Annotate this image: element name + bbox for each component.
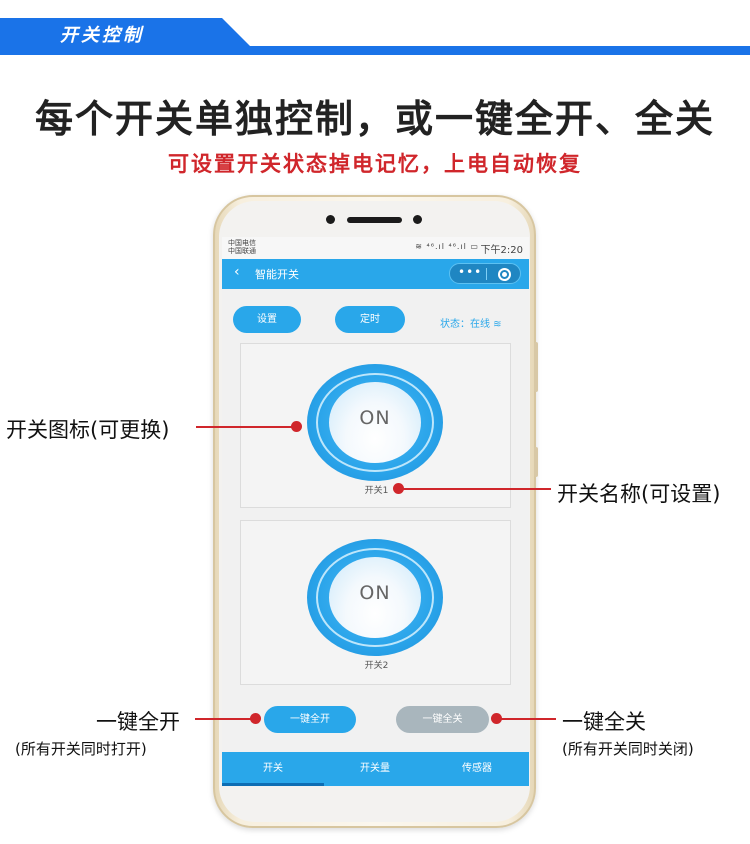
switch-card-2: ON 开关2 <box>240 520 511 685</box>
clock: 下午2:20 <box>480 245 523 256</box>
earpiece-speaker <box>347 217 402 223</box>
annotation-all-off-title: 一键全关 <box>562 710 646 734</box>
annotation-dot <box>250 713 261 724</box>
power-button <box>534 447 538 477</box>
annotation-all-off-desc: (所有开关同时关闭) <box>562 740 694 758</box>
status-bar: 中国电信 中国联通 ≋ ⁴⁶.ıl ⁴⁶.ıl ▭ 下午2:20 <box>222 237 529 259</box>
more-icon[interactable]: ••• <box>458 265 483 279</box>
back-icon[interactable]: ‹ <box>234 264 240 280</box>
section-tab: 开关控制 <box>0 18 250 46</box>
switch-toggle-2[interactable]: ON <box>307 539 443 656</box>
front-camera <box>413 215 422 224</box>
annotation-dot <box>291 421 302 432</box>
annotation-dot <box>393 483 404 494</box>
bottom-tab-bar: 开关 开关量 传感器 <box>222 752 529 786</box>
annotation-switch-icon: 开关图标(可更换) <box>6 418 170 442</box>
tab-switch-value[interactable]: 开关量 <box>360 763 390 774</box>
annotation-line <box>196 426 296 428</box>
switch-toggle-1[interactable]: ON <box>307 364 443 481</box>
carrier-2: 中国联通 <box>228 247 256 255</box>
banner-divider <box>0 46 750 55</box>
headline: 每个开关单独控制，或一键全开、全关 <box>34 97 715 141</box>
page-title: 智能开关 <box>255 268 299 281</box>
tab-sensor[interactable]: 传感器 <box>462 763 492 774</box>
all-on-button[interactable]: 一键全开 <box>264 706 356 733</box>
switch-state-label: ON <box>359 407 391 429</box>
online-status: 状态：在线 ≋ <box>440 319 502 330</box>
app-screen: 中国电信 中国联通 ≋ ⁴⁶.ıl ⁴⁶.ıl ▭ 下午2:20 ‹ 智能开关 … <box>222 237 529 787</box>
switch-name-1: 开关1 <box>364 486 389 496</box>
switch-name-2: 开关2 <box>364 661 389 671</box>
signal-icons: ≋ ⁴⁶.ıl ⁴⁶.ıl ▭ <box>415 242 479 251</box>
section-title: 开关控制 <box>60 25 144 46</box>
switch-card-1: ON 开关1 <box>240 343 511 508</box>
annotation-switch-name: 开关名称(可设置) <box>557 482 721 506</box>
annotation-line <box>195 718 255 720</box>
capsule-divider <box>486 268 487 280</box>
annotation-line <box>398 488 551 490</box>
all-off-button[interactable]: 一键全关 <box>396 706 489 733</box>
switch-state-label: ON <box>359 582 391 604</box>
mini-program-capsule: ••• <box>449 263 521 284</box>
close-target-icon[interactable] <box>498 268 511 281</box>
subheadline: 可设置开关状态掉电记忆，上电自动恢复 <box>168 152 582 176</box>
sensor-dot <box>326 215 335 224</box>
volume-button <box>534 342 538 392</box>
carrier-1: 中国电信 <box>228 239 256 247</box>
annotation-all-on-desc: (所有开关同时打开) <box>15 740 147 758</box>
nav-bar: ‹ 智能开关 ••• <box>222 259 529 289</box>
annotation-all-on-title: 一键全开 <box>96 710 180 734</box>
annotation-dot <box>491 713 502 724</box>
annotation-line <box>496 718 556 720</box>
timer-button[interactable]: 定时 <box>335 306 405 333</box>
section-banner: 开关控制 <box>0 0 750 62</box>
tab-switch[interactable]: 开关 <box>222 752 324 786</box>
settings-button[interactable]: 设置 <box>233 306 301 333</box>
